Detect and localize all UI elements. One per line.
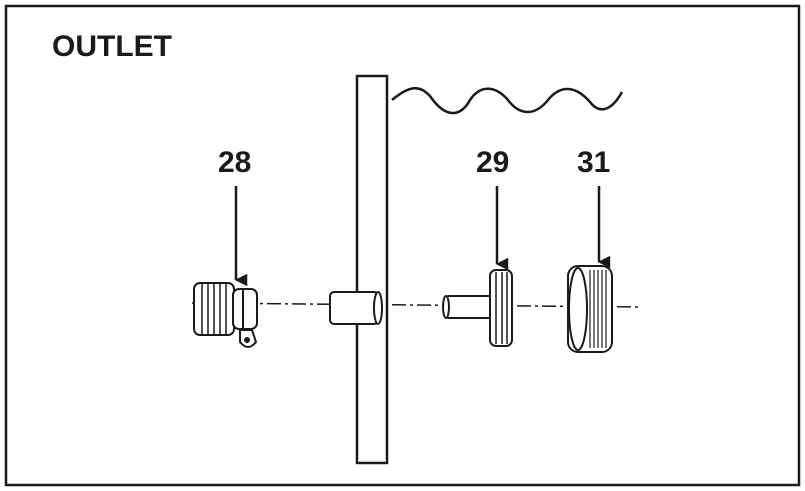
pool-wall (355, 74, 389, 465)
callout-label-31: 31 (577, 146, 610, 179)
diagram-title: OUTLET (52, 30, 172, 63)
callout-label-28: 28 (218, 146, 251, 179)
water-surface (391, 87, 624, 115)
hose-connector-part (193, 282, 258, 348)
nut-part (567, 265, 613, 353)
diagram-frame (4, 4, 801, 487)
strainer-connector-part (442, 269, 513, 347)
callout-label-29: 29 (476, 146, 509, 179)
wall-sleeve (329, 291, 383, 325)
